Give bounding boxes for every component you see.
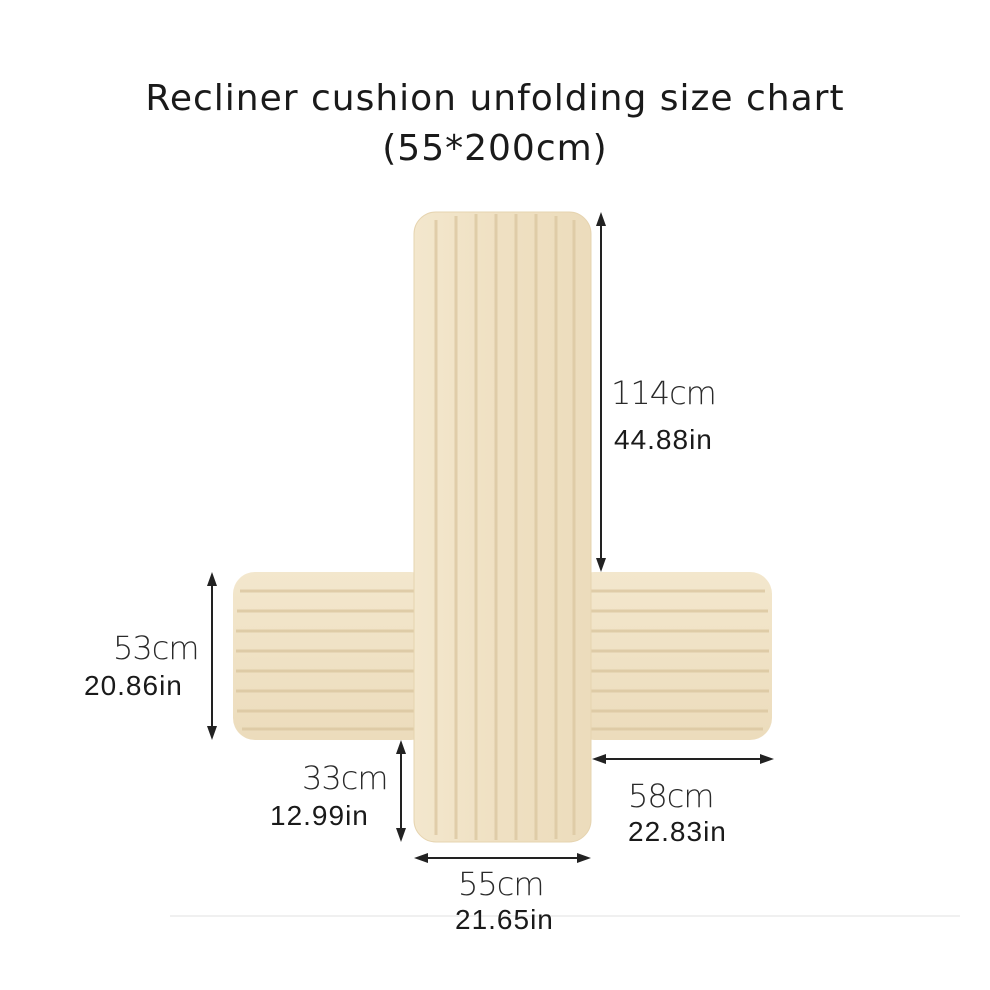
back-length-arrow — [596, 212, 606, 572]
arm-width-cm-label: 53cm — [113, 629, 199, 667]
main-width-inch-label: 21.65in — [455, 904, 554, 935]
arm-length-arrow — [592, 754, 774, 764]
right-arm-panel — [572, 572, 772, 740]
arm-width-inch-label: 20.86in — [84, 670, 183, 701]
chart-title: Recliner cushion unfolding size chart — [145, 78, 845, 119]
chart-subtitle: (55*200cm) — [382, 128, 608, 169]
seat-remaining-inch-label: 12.99in — [270, 800, 369, 831]
main-panel — [413, 211, 592, 843]
dimension-arrows — [207, 212, 774, 863]
left-arm-panel — [233, 572, 433, 740]
arm-width-arrow — [207, 572, 217, 740]
back-length-cm-label: 114cm — [611, 374, 717, 412]
arm-length-cm-label: 58cm — [628, 777, 714, 815]
main-width-cm-label: 55cm — [458, 865, 544, 903]
main-width-arrow — [414, 853, 591, 863]
arm-length-inch-label: 22.83in — [628, 816, 727, 847]
seat-remaining-arrow — [396, 740, 406, 842]
back-length-inch-label: 44.88in — [614, 424, 713, 455]
seat-remaining-cm-label: 33cm — [302, 759, 388, 797]
